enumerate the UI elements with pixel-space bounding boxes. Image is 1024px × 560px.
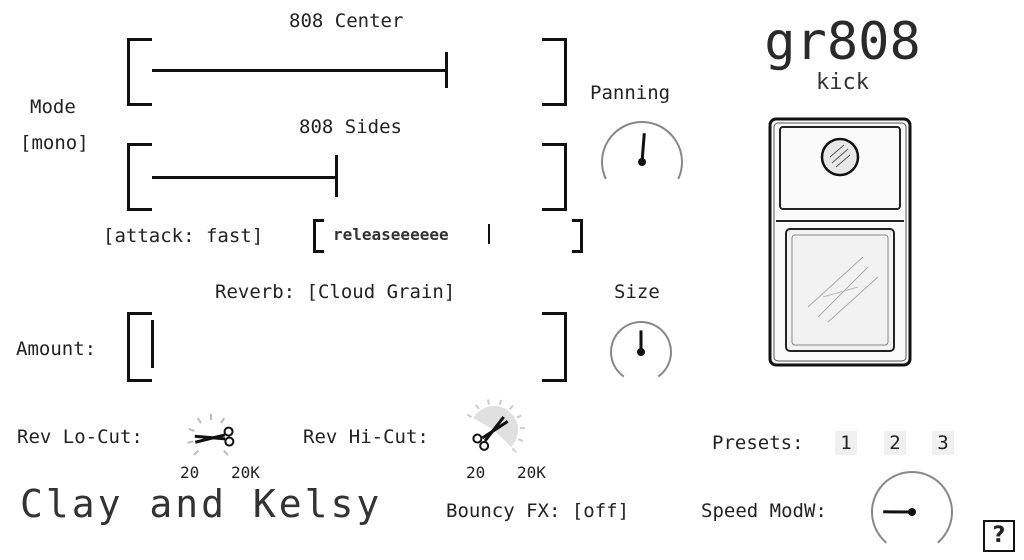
preset-2-button[interactable]: 2 bbox=[884, 431, 906, 455]
hi-cut-knob[interactable] bbox=[466, 399, 554, 464]
reverb-selector[interactable]: Reverb: [Cloud Grain] bbox=[215, 281, 456, 303]
knob-tick bbox=[475, 404, 480, 410]
knob-tick bbox=[188, 427, 195, 433]
speed-modw-knob[interactable] bbox=[868, 470, 958, 548]
amount-slider-handle[interactable] bbox=[151, 320, 154, 368]
knob-tick bbox=[193, 450, 199, 456]
lo-cut-label: Rev Lo-Cut: bbox=[17, 426, 143, 448]
knob-center-dot bbox=[637, 348, 645, 356]
knob-arc bbox=[610, 321, 672, 378]
sides-bracket-right bbox=[542, 143, 567, 211]
panning-knob[interactable] bbox=[600, 120, 684, 180]
release-bracket-left bbox=[313, 219, 324, 253]
release-bracket-right bbox=[572, 219, 583, 253]
center-bracket-right bbox=[542, 38, 567, 106]
knob-center-dot bbox=[638, 158, 646, 166]
sides-slider-label: 808 Sides bbox=[299, 116, 402, 138]
sides-bracket-left bbox=[127, 143, 152, 211]
knob-arc bbox=[601, 121, 683, 180]
knob-tick bbox=[509, 404, 514, 410]
knob-tick bbox=[220, 417, 226, 424]
hi-cut-label: Rev Hi-Cut: bbox=[303, 426, 429, 448]
plugin-subtitle: kick bbox=[816, 70, 869, 95]
panning-label: Panning bbox=[590, 82, 671, 104]
pedal-illustration bbox=[768, 117, 912, 367]
release-text: releaseeeeee bbox=[333, 225, 449, 244]
lo-cut-knob[interactable] bbox=[178, 400, 264, 464]
scissors-icon bbox=[194, 426, 235, 447]
preset-3-button[interactable]: 3 bbox=[932, 431, 954, 455]
brand-logo: Clay and Kelsy bbox=[20, 482, 383, 526]
amount-bracket-left bbox=[127, 312, 152, 382]
amount-bracket-right bbox=[542, 312, 567, 382]
knob-tick bbox=[223, 450, 229, 456]
preset-1-button[interactable]: 1 bbox=[835, 431, 857, 455]
center-slider-handle[interactable] bbox=[445, 52, 448, 88]
size-label: Size bbox=[614, 281, 660, 303]
text-cursor bbox=[488, 224, 490, 244]
knob-tick bbox=[517, 438, 524, 442]
knob-pointer bbox=[640, 133, 646, 163]
plugin-title: gr808 bbox=[764, 12, 921, 72]
attack-selector[interactable]: [attack: fast] bbox=[103, 225, 264, 247]
knob-tick bbox=[187, 440, 194, 444]
bouncy-fx-toggle[interactable]: Bouncy FX: [off] bbox=[446, 500, 630, 522]
mode-label: Mode bbox=[30, 96, 76, 118]
lo-cut-max-label: 20K bbox=[231, 463, 260, 482]
hi-cut-max-label: 20K bbox=[517, 463, 546, 482]
knob-tick bbox=[498, 399, 503, 405]
knob-tick bbox=[196, 417, 202, 424]
size-knob[interactable] bbox=[607, 320, 675, 382]
knob-arc bbox=[871, 471, 953, 544]
knob-tick bbox=[466, 413, 472, 418]
scissors-icon bbox=[472, 416, 509, 451]
presets-label: Presets: bbox=[712, 432, 804, 454]
sides-slider-bar bbox=[152, 176, 337, 179]
center-slider-bar bbox=[152, 69, 446, 72]
knob-tick bbox=[511, 447, 517, 453]
speed-modw-label: Speed ModW: bbox=[701, 500, 827, 522]
knob-tick bbox=[516, 414, 522, 419]
sides-slider-handle[interactable] bbox=[335, 155, 339, 197]
help-button[interactable]: ? bbox=[983, 520, 1015, 552]
knob-tick bbox=[486, 399, 490, 405]
amount-label: Amount: bbox=[16, 338, 97, 360]
knob-center-dot bbox=[908, 508, 916, 516]
center-slider-label: 808 Center bbox=[289, 10, 404, 32]
center-bracket-left bbox=[127, 38, 152, 106]
lo-cut-min-label: 20 bbox=[180, 463, 200, 482]
mode-selector[interactable]: [mono] bbox=[20, 132, 89, 154]
hi-cut-min-label: 20 bbox=[466, 463, 486, 482]
